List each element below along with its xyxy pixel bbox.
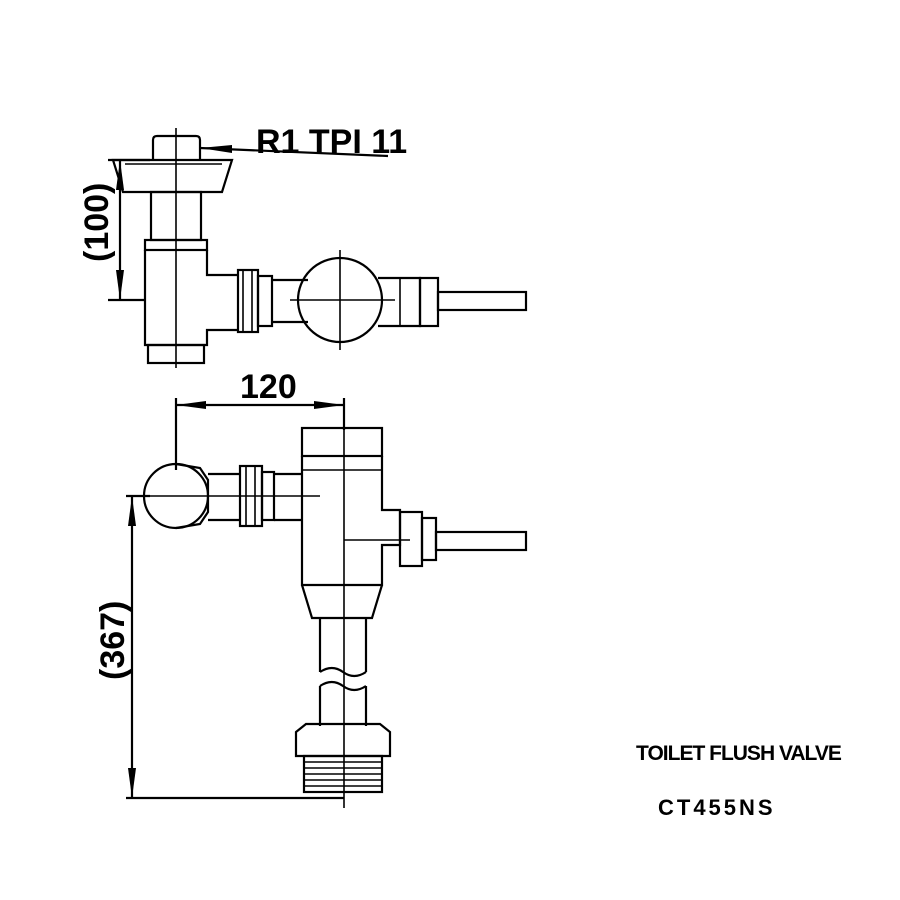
stem-sides <box>150 192 202 240</box>
outlet-section <box>378 276 422 328</box>
break-line-upper <box>319 666 367 678</box>
dim-top-height: (100) <box>78 158 150 302</box>
front-view: 120 <box>94 368 528 808</box>
model-code: CT455NS <box>658 795 776 820</box>
dim-total-height-label: (367) <box>94 601 132 680</box>
thread-lines <box>304 761 382 787</box>
valve-taper <box>300 584 384 620</box>
top-body <box>143 250 238 347</box>
front-handle <box>434 530 528 552</box>
inlet-pipe <box>208 472 240 522</box>
dim367-arrow-down <box>128 768 136 798</box>
flush-pipe-lower <box>318 686 368 726</box>
outlet-nut <box>418 276 440 328</box>
dim-top-height-label: (100) <box>78 183 116 262</box>
thread-leader-arrow <box>200 145 232 153</box>
break-line-lower <box>319 680 367 692</box>
handle-lever <box>436 290 528 312</box>
thread-label: R1 TPI 11 <box>256 123 407 161</box>
coupling-nut-1 <box>236 268 260 334</box>
valve-main-body <box>300 456 402 587</box>
front-outlet-nut-2 <box>420 516 438 562</box>
dim120-arrow-right <box>314 401 344 409</box>
top-pipe <box>272 278 308 324</box>
dim-width-label: 120 <box>240 368 297 406</box>
flush-pipe-upper <box>318 618 368 672</box>
front-outlet-nut <box>398 510 424 568</box>
valve-top-cap <box>300 426 384 458</box>
dim367-arrow-up <box>128 496 136 526</box>
spud-nut <box>294 722 392 758</box>
coupling-nut-2 <box>256 274 274 328</box>
top-view <box>111 128 528 368</box>
product-name: TOILET FLUSH VALVE <box>636 742 842 765</box>
inlet-pipe-2 <box>274 472 302 522</box>
dim120-arrow-left <box>176 401 206 409</box>
dim-arrow-up <box>116 160 124 190</box>
dim-arrow-down <box>116 270 124 300</box>
